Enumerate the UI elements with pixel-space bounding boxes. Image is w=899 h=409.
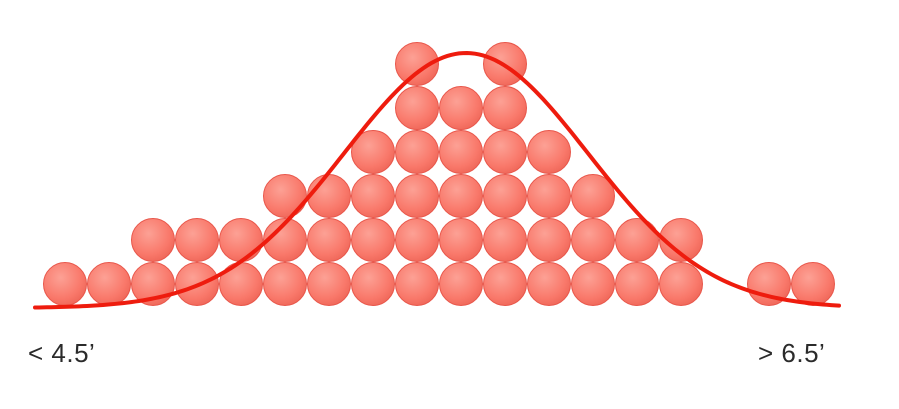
data-dot bbox=[659, 218, 703, 262]
data-dot bbox=[615, 262, 659, 306]
data-dot bbox=[439, 86, 483, 130]
normal-curve bbox=[33, 51, 841, 310]
data-dot bbox=[439, 262, 483, 306]
data-dot bbox=[175, 218, 219, 262]
data-dot bbox=[483, 174, 527, 218]
data-dot bbox=[615, 218, 659, 262]
data-dot bbox=[527, 130, 571, 174]
data-dot bbox=[439, 218, 483, 262]
data-dot bbox=[351, 174, 395, 218]
data-dot bbox=[395, 262, 439, 306]
data-dot bbox=[263, 218, 307, 262]
data-dot bbox=[439, 174, 483, 218]
data-dot bbox=[527, 174, 571, 218]
data-dot bbox=[87, 262, 131, 306]
data-dot bbox=[307, 262, 351, 306]
data-dot bbox=[659, 262, 703, 306]
data-dot bbox=[395, 86, 439, 130]
data-dot bbox=[351, 218, 395, 262]
x-axis-label-right: > 6.5’ bbox=[758, 338, 826, 368]
data-dot bbox=[483, 130, 527, 174]
data-dot bbox=[351, 262, 395, 306]
data-dot bbox=[395, 42, 439, 86]
data-dot bbox=[263, 174, 307, 218]
data-dot bbox=[527, 218, 571, 262]
data-dot bbox=[571, 262, 615, 306]
dot-columns bbox=[43, 42, 835, 306]
data-dot bbox=[43, 262, 87, 306]
data-dot bbox=[791, 262, 835, 306]
data-dot bbox=[131, 218, 175, 262]
data-dot bbox=[395, 130, 439, 174]
data-dot bbox=[483, 262, 527, 306]
data-dot bbox=[527, 262, 571, 306]
data-dot bbox=[395, 218, 439, 262]
data-dot bbox=[571, 174, 615, 218]
data-dot bbox=[307, 174, 351, 218]
data-dot bbox=[395, 174, 439, 218]
data-dot bbox=[483, 218, 527, 262]
data-dot bbox=[351, 130, 395, 174]
data-dot bbox=[307, 218, 351, 262]
x-axis-label-left: < 4.5’ bbox=[28, 338, 96, 368]
data-dot bbox=[439, 130, 483, 174]
data-dot bbox=[571, 218, 615, 262]
data-dot bbox=[219, 218, 263, 262]
data-dot bbox=[483, 86, 527, 130]
data-dot bbox=[263, 262, 307, 306]
